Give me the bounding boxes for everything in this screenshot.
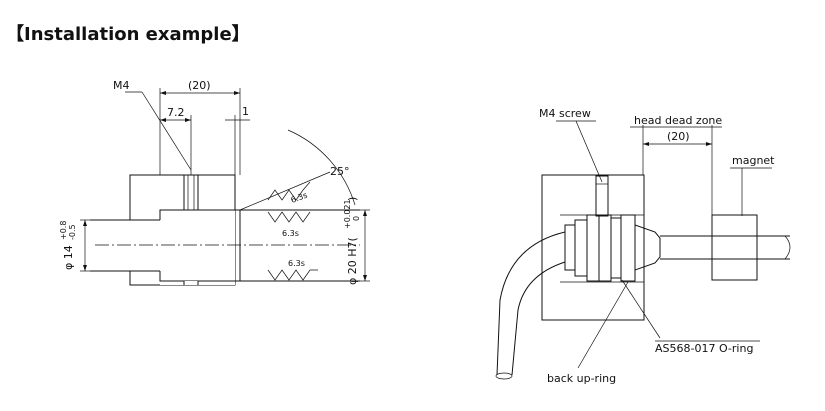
- nose-piece: [634, 224, 661, 271]
- ring-5: [620, 214, 636, 282]
- o-ring-label: AS568-017 O-ring: [655, 342, 753, 355]
- cable-outer: [496, 231, 566, 376]
- ring-2: [574, 219, 588, 277]
- magnet-block: [711, 214, 758, 281]
- o-ring-groove: [610, 217, 622, 279]
- head-dead-zone-label: head dead zone: [634, 114, 722, 127]
- roughness-b-label: 6.3s: [282, 229, 299, 238]
- tol-20-lower: 0: [352, 216, 361, 221]
- m4-label: M4: [113, 79, 130, 92]
- roughness-symbol-c: [267, 269, 318, 281]
- housing-block: [541, 174, 645, 321]
- m4-screw: [595, 175, 609, 217]
- m4-screw-label: M4 screw: [539, 107, 591, 120]
- left-section-drawing: (20) 7.2 1 M4 25° 6.3s 6.3s 6.3s φ 14 +: [59, 79, 370, 286]
- roughness-c-label: 6.3s: [288, 259, 305, 268]
- cable-inner: [511, 261, 566, 376]
- tol-14-lower: -0.5: [68, 224, 77, 240]
- roughness-symbol-b: [267, 211, 311, 223]
- dim-20-label: (20): [188, 79, 211, 92]
- dia-14-label: φ 14: [62, 245, 75, 270]
- tapped-hole: [183, 174, 199, 211]
- page-title: 【Installation example】: [6, 24, 250, 45]
- magnet-label: magnet: [732, 154, 775, 167]
- dim-7-2-label: 7.2: [167, 106, 185, 119]
- roughness-symbol-a: [267, 181, 311, 201]
- right-assembly-drawing: head dead zone (20) M4 screw magnet AS56…: [495, 107, 791, 385]
- angle-25-label: 25°: [330, 165, 350, 178]
- roughness-a-label: 6.3s: [290, 191, 309, 205]
- tol-20-close: ): [346, 197, 359, 201]
- dia-20-label: φ 20 H7(: [346, 237, 359, 285]
- ring-4: [598, 214, 612, 282]
- dim-20-right-label: (20): [667, 130, 690, 143]
- back-up-ring-label: back up-ring: [547, 372, 616, 385]
- angle-arc: [287, 129, 356, 206]
- tol-20-upper: +0.021: [343, 199, 352, 229]
- dim-1-label: 1: [242, 105, 249, 118]
- ring-1: [564, 224, 576, 271]
- tol-14-upper: +0.8: [59, 221, 68, 240]
- ring-3: [586, 214, 600, 282]
